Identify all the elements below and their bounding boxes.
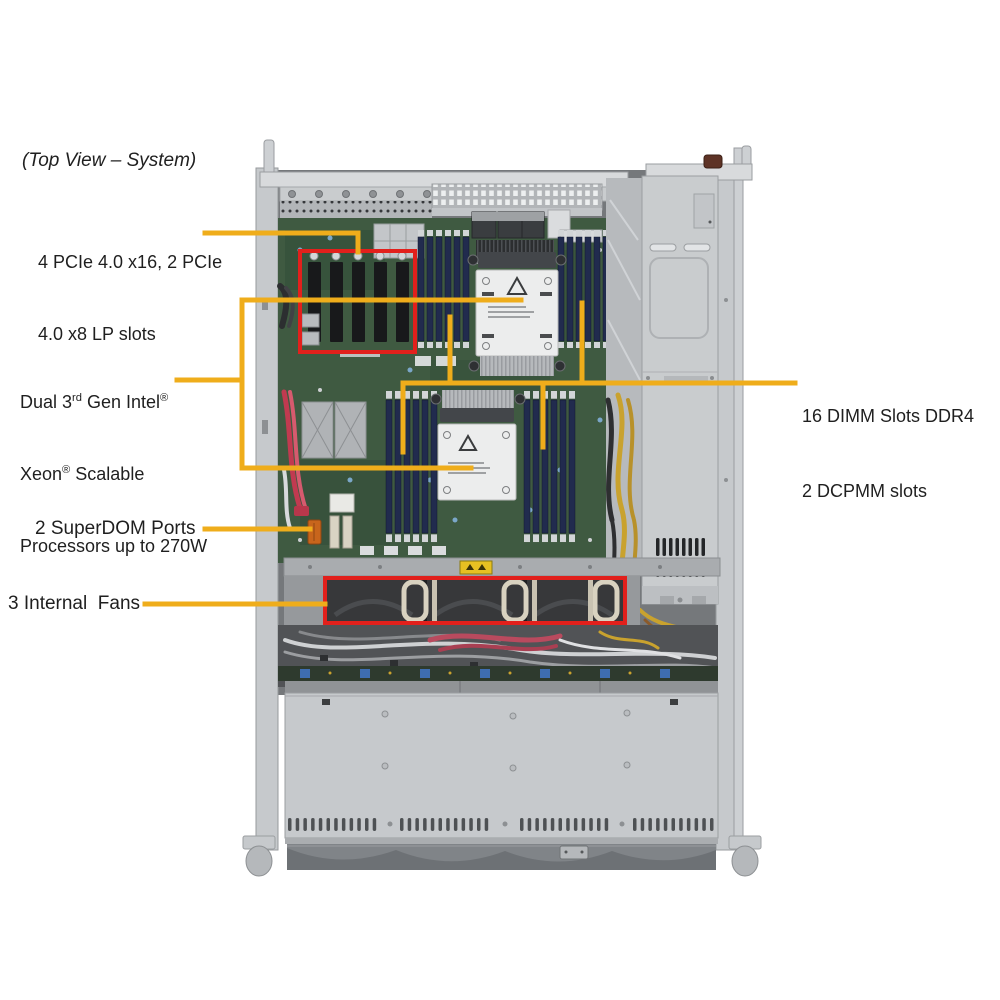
- cpu2-socket: [430, 390, 526, 501]
- front-edge: [285, 838, 718, 870]
- annotation-pcie-line2: 4.0 x8 LP slots: [38, 324, 156, 344]
- rear-panel: [279, 183, 631, 223]
- front-panel: [284, 692, 719, 839]
- highlight-box-fans: [323, 576, 627, 625]
- backplane: [278, 666, 718, 693]
- front-vents: [288, 818, 714, 831]
- cpu1-socket: [467, 252, 567, 376]
- annotation-pcie-line1: 4 PCIe 4.0 x16, 2 PCIe: [38, 252, 223, 272]
- annotation-cpu-line1: Dual 3rd Gen Intel®: [20, 392, 169, 412]
- annotation-pcie: 4 PCIe 4.0 x16, 2 PCIe 4.0 x8 LP slots: [38, 202, 222, 370]
- annotation-cpu-line3: Processors up to 270W: [20, 536, 208, 556]
- figure-title: (Top View – System): [22, 150, 197, 171]
- superdom-ports: [307, 493, 355, 549]
- psu-bay: [641, 175, 719, 605]
- chipset-heatsinks: [301, 401, 367, 459]
- fan-handles: [401, 579, 620, 623]
- annotation-dimm: 16 DIMM Slots DDR4 2 DCPMM slots: [802, 354, 974, 529]
- leader-dimm: [400, 300, 798, 455]
- fan-3: [525, 578, 625, 623]
- annotation-cpu: Dual 3rd Gen Intel® Xeon® Scalable Proce…: [20, 342, 207, 582]
- annotation-dimm-line2: 2 DCPMM slots: [802, 481, 928, 501]
- sata-cables: [277, 283, 309, 530]
- annotation-cpu-line2: Xeon® Scalable: [20, 464, 145, 484]
- leader-cpu: [174, 297, 524, 471]
- annotation-superdom: 2 SuperDOM Ports: [35, 518, 196, 539]
- fan-assembly: [283, 557, 721, 625]
- annotation-fans: 3 Internal Fans: [8, 593, 141, 614]
- warning-label: [459, 560, 493, 575]
- air-shroud: [606, 178, 642, 562]
- leader-pcie: [202, 230, 361, 255]
- annotation-dimm-line1: 16 DIMM Slots DDR4: [802, 406, 975, 426]
- chassis-feet: [242, 835, 762, 877]
